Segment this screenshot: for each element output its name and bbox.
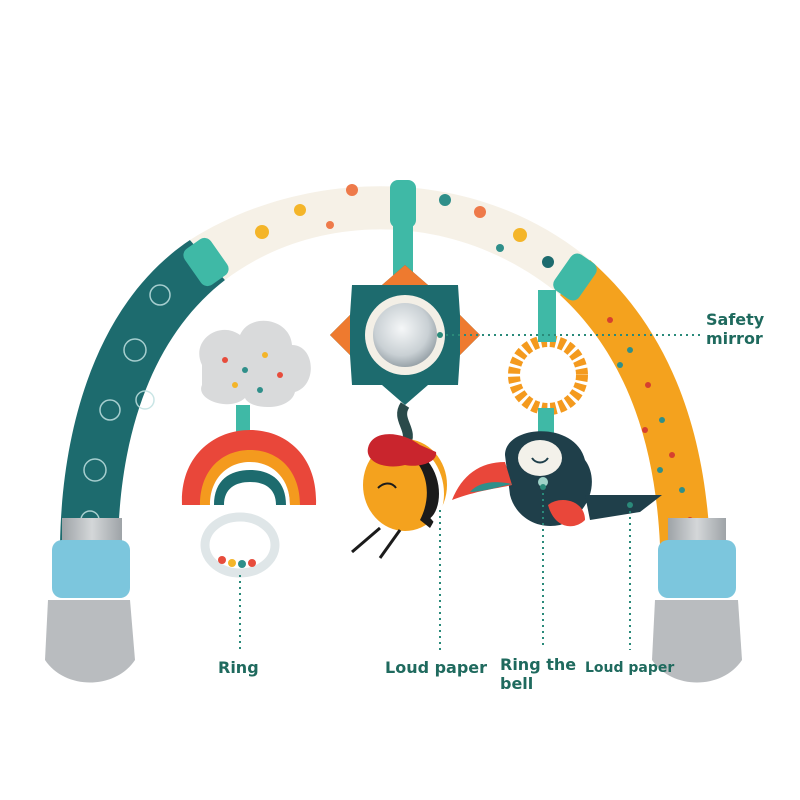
label-loud-paper-center: Loud paper	[385, 658, 488, 677]
left-clip	[45, 518, 135, 683]
left-arm-teal	[60, 240, 225, 545]
leader-dot-mirror	[437, 332, 443, 338]
cloud-rattle-toy	[181, 320, 317, 578]
right-clip	[652, 518, 742, 683]
leader-dot-loud-paper	[627, 502, 633, 508]
toucan-bell-toy	[452, 431, 662, 527]
orange-teether-ring	[508, 290, 588, 436]
leader-lines	[239, 334, 702, 650]
label-ring-the-bell: Ring the bell	[500, 655, 577, 694]
clear-teether-ring	[200, 512, 280, 578]
rainbow-rattle	[181, 430, 317, 505]
leader-dot-bell	[540, 484, 546, 490]
arch-loop-right	[553, 253, 597, 301]
arch-loop-center	[390, 180, 416, 228]
label-safety-mirror: Safety mirror	[706, 310, 765, 349]
label-loud-paper-right: Loud paper	[585, 660, 675, 676]
arch-loop-left	[183, 237, 229, 287]
middle-bar-printed	[190, 184, 590, 295]
label-ring: Ring	[218, 658, 259, 677]
bee-crinkle-toy	[351, 434, 447, 559]
flower-mirror-toy	[330, 225, 480, 448]
right-arm-orange	[560, 260, 710, 545]
